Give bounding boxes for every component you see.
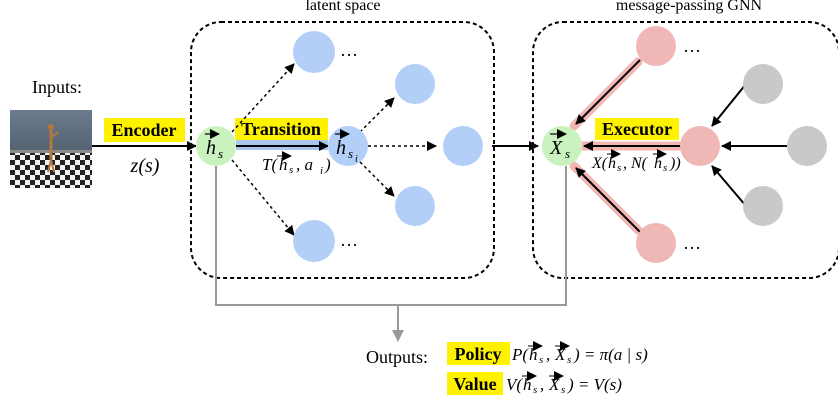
gnn-node-gray-top <box>743 64 783 104</box>
svg-text:h: h <box>523 375 532 394</box>
latent-space-box <box>190 21 495 279</box>
embedding-node-hs <box>196 126 236 166</box>
policy-function: P( h s , X s ) = π(a | s) <box>511 341 648 366</box>
ellipsis-bottom: … <box>340 230 358 250</box>
svg-text:X: X <box>554 345 566 364</box>
svg-text:P(: P( <box>511 345 529 364</box>
svg-text:T(: T( <box>262 155 278 174</box>
latent-node-right <box>443 126 483 166</box>
gnn-nodes <box>542 26 827 263</box>
svg-text:s: s <box>218 146 223 161</box>
svg-text:, N(: , N( <box>623 155 649 172</box>
svg-text:s: s <box>567 354 571 366</box>
executor-highlight <box>595 118 679 140</box>
gnn-edges <box>575 59 787 233</box>
xs-label: X s <box>549 129 570 161</box>
gnn-title: message-passing GNN <box>616 0 763 14</box>
svg-text:h: h <box>206 137 216 159</box>
gnn-node-gray-right <box>787 126 827 166</box>
gnn-ellipsis-bottom: … <box>683 233 701 253</box>
transition-function: T( h s , a i ) <box>262 151 331 177</box>
svg-text:s: s <box>533 384 537 396</box>
input-image <box>10 110 92 188</box>
svg-text:h: h <box>529 345 538 364</box>
latent-arrows <box>231 63 437 236</box>
svg-text:s: s <box>561 384 565 396</box>
gnn-ellipsis-top: … <box>683 36 701 56</box>
gnn-node-bottom-red <box>636 223 676 263</box>
svg-text:,: , <box>540 375 544 394</box>
svg-text:i: i <box>355 154 358 165</box>
latent-node-upper-right <box>395 64 435 104</box>
executor-function: X( h s , N( h s )) <box>591 149 681 174</box>
hsi-label: h s i <box>335 129 358 165</box>
hs-label: h s <box>205 129 223 161</box>
svg-text:h: h <box>608 155 616 172</box>
ellipsis-top: … <box>340 40 358 60</box>
svg-text:X: X <box>548 375 560 394</box>
svg-text:V(: V( <box>506 375 523 394</box>
svg-text:s: s <box>539 354 543 366</box>
encoder-function: z(s) <box>130 155 160 177</box>
svg-text:h: h <box>654 155 662 172</box>
encoder-highlight <box>104 118 185 142</box>
policy-label: Policy <box>455 344 502 364</box>
latent-node-bottom <box>293 220 335 262</box>
svg-text:X(: X( <box>591 155 609 172</box>
value-function: V( h s , X s ) = V(s) <box>506 371 622 396</box>
inputs-label: Inputs: <box>32 77 82 97</box>
gnn-node-xs <box>542 126 582 166</box>
value-label: Value <box>453 374 496 394</box>
svg-text:i: i <box>320 165 323 177</box>
svg-text:X: X <box>549 137 563 159</box>
svg-text:,: , <box>546 345 550 364</box>
latent-node-top <box>293 31 335 73</box>
value-highlight <box>447 372 503 395</box>
svg-text:)): )) <box>669 155 681 172</box>
svg-text:) = V(s): ) = V(s) <box>567 375 622 394</box>
svg-text:h: h <box>279 155 288 174</box>
transition-highlight <box>235 118 328 140</box>
gnn-node-gray-bottom <box>743 186 783 226</box>
svg-text:): ) <box>324 155 331 174</box>
gnn-node-top-red <box>636 26 676 66</box>
policy-highlight <box>447 342 510 365</box>
svg-text:s: s <box>565 146 570 161</box>
latent-space-title: latent space <box>305 0 380 14</box>
svg-text:) = π(a | s): ) = π(a | s) <box>573 345 648 364</box>
executor-label: Executor <box>602 119 672 139</box>
latent-node-hsi <box>328 126 368 166</box>
output-connector <box>215 166 567 342</box>
transition-label: Transition <box>241 119 321 139</box>
latent-node-lower-right <box>395 186 435 226</box>
gnn-node-middle-red <box>680 126 720 166</box>
latent-nodes <box>196 31 483 262</box>
svg-text:s: s <box>617 162 621 174</box>
outputs-label: Outputs: <box>366 347 428 367</box>
svg-text:h: h <box>336 137 346 159</box>
svg-text:, a: , a <box>296 155 313 174</box>
encoder-label: Encoder <box>112 120 177 140</box>
svg-text:s: s <box>289 164 293 176</box>
svg-text:s: s <box>348 146 353 161</box>
svg-text:s: s <box>663 162 667 174</box>
